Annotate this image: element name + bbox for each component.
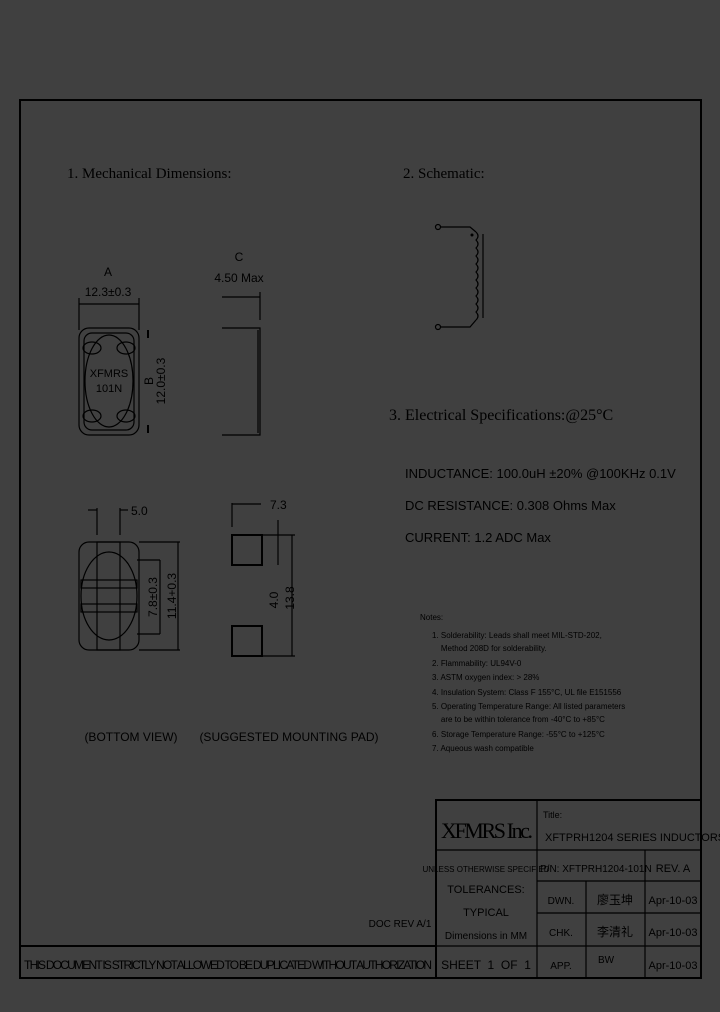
app-date: Apr-10-03 — [649, 960, 698, 972]
note-item: 1. Solderability: Leads shall meet MIL-S… — [432, 631, 602, 640]
title-block: XFMRS Inc. Title: XFTPRH1204 SERIES INDU… — [20, 799, 720, 979]
bottom-view-caption: (BOTTOM VIEW) — [84, 730, 177, 744]
section-electrical-heading: 3. Electrical Specifications:@25°C — [389, 407, 613, 424]
dim-b-value: 12.0±0.3 — [154, 357, 168, 404]
dwn-date: Apr-10-03 — [649, 895, 698, 907]
spec-inductance: INDUCTANCE: 100.0uH ±20% @100KHz 0.1V — [405, 466, 676, 481]
company-name: XFMRS Inc. — [441, 818, 533, 843]
terminal-bottom-icon — [434, 323, 442, 331]
dwn-signature: 廖玉坤 — [597, 892, 633, 907]
section-mechanical-heading: 1. Mechanical Dimensions: — [67, 166, 232, 182]
title-label: Title: — [543, 810, 562, 820]
dim-11-4: 11.4+0.3 — [165, 573, 179, 619]
app-label: APP. — [550, 961, 572, 972]
note-item: Method 208D for solderability. — [432, 644, 547, 653]
note-item: 4. Insulation System: Class F 155°C, UL … — [432, 688, 622, 697]
app-signature: BW — [598, 955, 615, 966]
dim-b-letter: B — [142, 377, 156, 385]
note-item: 5. Operating Temperature Range: All list… — [432, 702, 625, 711]
note-item: 3. ASTM oxygen index: > 28% — [432, 673, 539, 682]
sheet-number: SHEET 1 OF 1 — [441, 958, 531, 972]
tolerances-label: TOLERANCES: — [447, 884, 524, 896]
mounting-pad-caption: (SUGGESTED MOUNTING PAD) — [199, 730, 378, 744]
sheet-frame — [19, 99, 702, 979]
terminal-top-icon — [434, 223, 442, 231]
unless-otherwise-specified: UNLESS OTHERWISE SPECIFIED — [423, 865, 550, 874]
note-item: 6. Storage Temperature Range: -55°C to +… — [432, 730, 605, 739]
note-item: 2. Flammability: UL94V-0 — [432, 659, 522, 668]
spec-dc-resistance: DC RESISTANCE: 0.308 Ohms Max — [405, 498, 616, 513]
dimensions-unit: Dimensions in MM — [445, 931, 527, 942]
dwn-label: DWN. — [548, 896, 575, 907]
dim-7-8: 7.8±0.3 — [146, 577, 160, 617]
dim-4-0: 4.0 — [267, 591, 281, 608]
notes: Notes: 1. Solderability: Leads shall mee… — [420, 613, 625, 753]
note-item: 7. Aqueous wash compatible — [432, 744, 534, 753]
top-view-drawing: A 12.3±0.3 XFMRS 101N B 12.0±0.3 — [78, 265, 168, 436]
dim-13-8: 13.8 — [283, 586, 297, 610]
bottom-view-drawing: 5.0 7.8±0.3 11.4+0.3 (BOTTOM VIEW) — [78, 504, 180, 744]
schematic-coil — [434, 223, 484, 331]
marking-line1: XFMRS — [90, 368, 129, 380]
spec-current: CURRENT: 1.2 ADC Max — [405, 530, 551, 545]
duplication-disclaimer: THIS DOCUMENT IS STRICTLY NOT ALLOWED TO… — [24, 958, 432, 972]
dim-a-letter: A — [104, 265, 112, 279]
marking-line2: 101N — [96, 383, 122, 395]
part-number: P/N: XFTPRH1204-101N — [540, 864, 652, 875]
drawing-title: XFTPRH1204 SERIES INDUCTORS — [545, 832, 720, 844]
mounting-pad-drawing: 7.3 4.0 13.8 (SUGGESTED MOUNTING PAD) — [199, 498, 378, 744]
dim-c-letter: C — [235, 250, 244, 264]
note-item: are to be within tolerance from -40°C to… — [432, 715, 605, 724]
dim-c-value: 4.50 Max — [214, 271, 263, 285]
chk-label: CHK. — [549, 928, 573, 939]
dim-a-value: 12.3±0.3 — [85, 285, 132, 299]
dim-5-0: 5.0 — [131, 504, 148, 518]
dim-7-3: 7.3 — [270, 498, 287, 512]
section-schematic-heading: 2. Schematic: — [403, 166, 485, 182]
tolerances-typical: TYPICAL — [463, 907, 509, 919]
chk-signature: 李清礼 — [597, 924, 633, 939]
doc-revision: DOC REV A/1 — [369, 919, 432, 930]
side-view-drawing: C 4.50 Max — [214, 250, 264, 436]
notes-heading: Notes: — [420, 613, 443, 622]
chk-date: Apr-10-03 — [649, 927, 698, 939]
revision: REV. A — [656, 863, 691, 875]
